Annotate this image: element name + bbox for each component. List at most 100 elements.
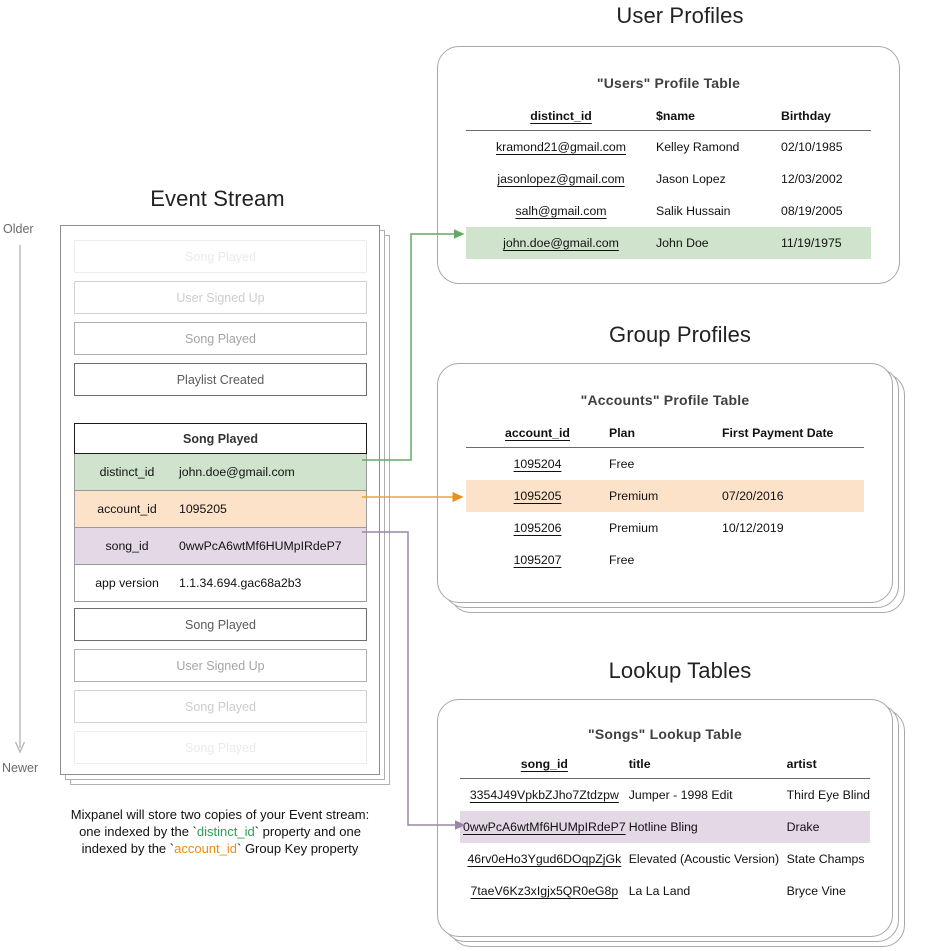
row-cell: John Doe [656, 227, 781, 259]
time-axis-arrowhead-icon [14, 741, 26, 754]
event-property-row-distinct_id[interactable]: distinct_id john.doe@gmail.com [74, 454, 367, 491]
column-header-birthday: Birthday [781, 109, 831, 123]
caption-token-account-id: account_id [174, 841, 237, 856]
column-header-distinct-id: distinct_id [530, 109, 592, 123]
event-label: Song Played [185, 249, 256, 264]
songs-table-row[interactable]: 3354J49VpkbZJho7Ztdzpw Jumper - 1998 Edit… [460, 779, 870, 812]
event-box-above-1[interactable]: User Signed Up [74, 281, 367, 314]
expanded-event[interactable]: Song Played distinct_id john.doe@gmail.co… [74, 423, 367, 602]
caption-l2-a: one indexed by the ` [79, 824, 197, 839]
event-label: User Signed Up [176, 658, 265, 673]
row-key-cell: kramond21@gmail.com [495, 140, 627, 154]
caption-l3-b: ` Group Key property [237, 841, 359, 856]
caption-token-distinct-id: distinct_id [196, 824, 255, 839]
row-key-cell: 1095204 [513, 457, 562, 471]
caption-line-1: Mixpanel will store two copies of your E… [70, 807, 370, 822]
column-header-title: title [628, 757, 651, 771]
property-key: distinct_id [99, 465, 155, 479]
row-cell: Bryce Vine [786, 884, 846, 898]
property-key: app version [95, 576, 159, 590]
event-label: User Signed Up [176, 290, 265, 305]
event-box-below-1[interactable]: User Signed Up [74, 649, 367, 682]
axis-label-older: Older [3, 222, 34, 236]
event-box-above-2[interactable]: Song Played [74, 322, 367, 355]
row-key-cell: 1095205 [466, 480, 609, 512]
caption-line-2: one indexed by the `distinct_id` propert… [45, 823, 395, 840]
column-header-first-payment-date: First Payment Date [722, 426, 834, 440]
event-label: Song Played [185, 740, 256, 755]
row-cell: Kelley Ramond [656, 140, 740, 154]
event-box-below-3[interactable]: Song Played [74, 731, 367, 764]
row-key-cell: john.doe@gmail.com [466, 227, 656, 259]
column-header-artist: artist [786, 757, 817, 771]
column-header-song-id: song_id [520, 757, 568, 771]
group-profiles-title: Group Profiles [608, 322, 751, 347]
row-key-cell: 46rv0eHo3Ygud6DOqpZjGk [467, 852, 622, 866]
users-table-head: distinct_id $name Birthday [466, 109, 871, 131]
event-label: Song Played [185, 331, 256, 346]
accounts-table-row[interactable]: 1095204 Free [466, 448, 864, 481]
property-key: song_id [105, 539, 149, 553]
caption-l3-a: indexed by the ` [81, 841, 175, 856]
row-key-cell: salh@gmail.com [515, 204, 607, 218]
row-cell: Drake [786, 811, 870, 843]
row-cell: Premium [609, 480, 722, 512]
column-header--name: $name [656, 109, 695, 123]
event-box-above-0[interactable]: Song Played [74, 240, 367, 273]
row-key-cell: 7taeV6Kz3xIgjx5QR0eG8p [470, 884, 619, 898]
expanded-event-name: Song Played [74, 423, 367, 454]
row-cell: Jason Lopez [656, 172, 726, 186]
event-box-below-0[interactable]: Song Played [74, 608, 367, 641]
row-key-cell: 1095206 [513, 521, 562, 535]
lookup-tables-title: Lookup Tables [608, 658, 752, 683]
event-property-row-app-version[interactable]: app version 1.1.34.694.gac68a2b3 [74, 565, 367, 602]
event-box-below-2[interactable]: Song Played [74, 690, 367, 723]
table-header-row: distinct_id $name Birthday [466, 109, 871, 131]
event-box-above-3[interactable]: Playlist Created [74, 363, 367, 396]
row-cell: 07/20/2016 [722, 480, 864, 512]
row-cell: Hotline Bling [628, 811, 787, 843]
row-cell: Free [609, 457, 635, 471]
row-key-cell: 0wwPcA6wtMf6HUMpIRdeP7 [460, 811, 629, 843]
row-cell: Salik Hussain [656, 204, 731, 218]
row-cell: 12/03/2002 [781, 172, 843, 186]
row-cell [722, 448, 864, 481]
songs-table-body: 3354J49VpkbZJho7Ztdzpw Jumper - 1998 Edit… [460, 779, 870, 908]
row-cell [722, 544, 864, 576]
property-value: 1.1.34.694.gac68a2b3 [179, 576, 302, 590]
event-label: Song Played [185, 699, 256, 714]
table-header-row: song_id title artist [460, 757, 870, 779]
axis-label-newer: Newer [2, 761, 39, 775]
event-label: Playlist Created [176, 372, 265, 387]
row-cell: Premium [609, 521, 659, 535]
row-key-cell: 3354J49VpkbZJho7Ztdzpw [469, 788, 619, 802]
property-key: account_id [97, 502, 157, 516]
column-header-account-id: account_id [505, 426, 570, 440]
stream-caption: Mixpanel will store two copies of your E… [45, 806, 395, 857]
row-cell: Jumper - 1998 Edit [628, 788, 733, 802]
property-value: john.doe@gmail.com [179, 465, 295, 479]
accounts-table-title: "Accounts" Profile Table [580, 392, 750, 408]
songs-table-title: "Songs" Lookup Table [588, 726, 742, 742]
